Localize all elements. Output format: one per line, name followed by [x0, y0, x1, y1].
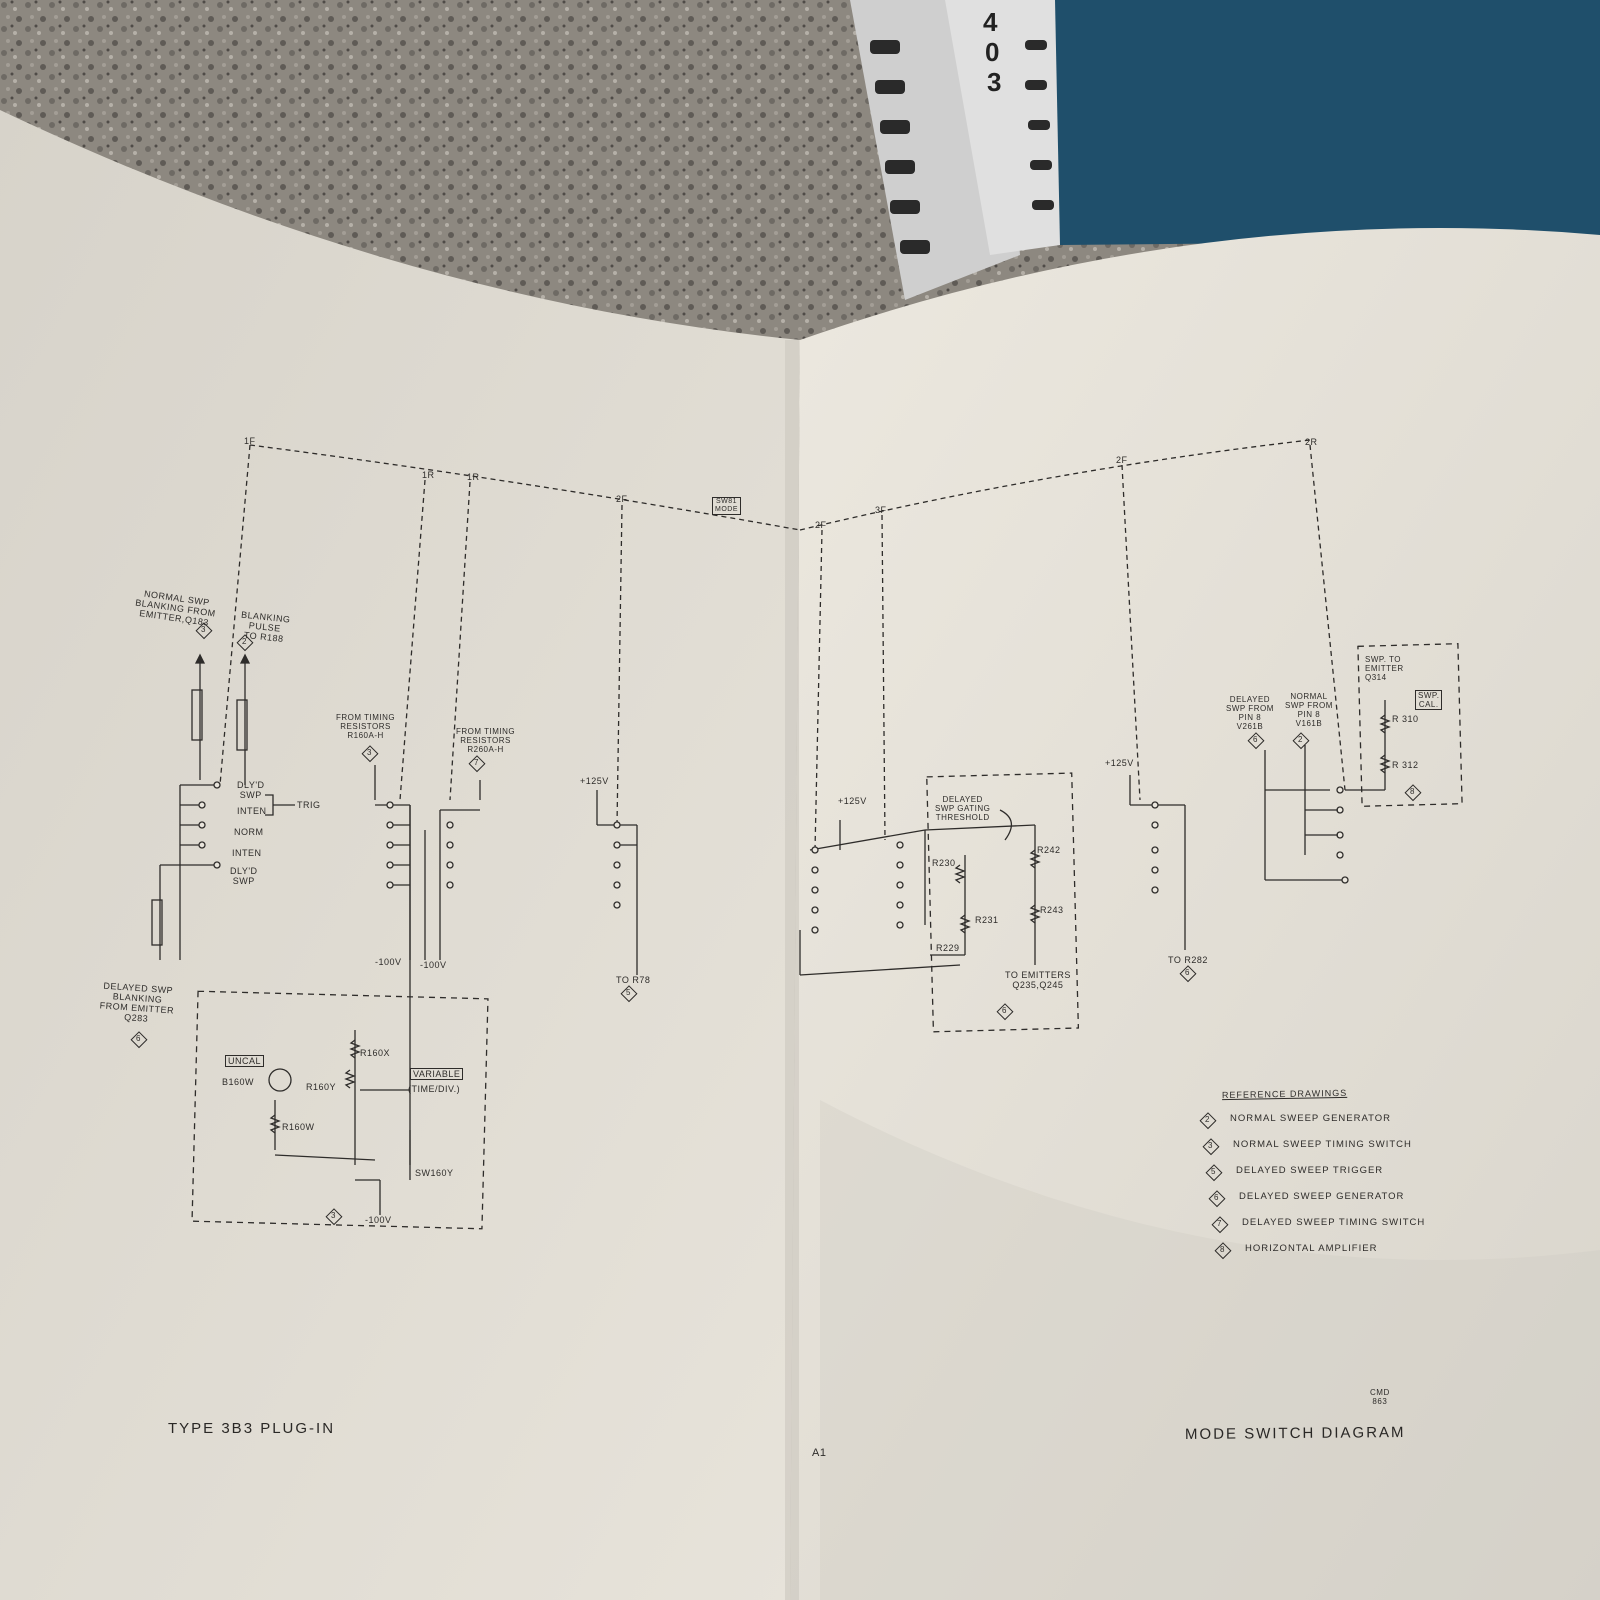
label-r160w: R160W — [282, 1122, 315, 1132]
switch-sw81-mode: SW81 MODE — [712, 497, 741, 515]
label-variable: VARIABLE — [410, 1068, 464, 1080]
ref-list-num-2: 3 — [1208, 1141, 1213, 1150]
label-sw160y: SW160Y — [415, 1168, 454, 1178]
ref-3-c: 3 — [331, 1211, 336, 1220]
label-r230: R230 — [932, 858, 956, 868]
ref-7: 7 — [474, 758, 479, 767]
label-inten-1: INTEN — [237, 806, 267, 816]
ref-list-item-4: DELAYED SWEEP GENERATOR — [1239, 1191, 1405, 1202]
ref-list-item-2: NORMAL SWEEP TIMING SWITCH — [1233, 1139, 1412, 1150]
label-delayed-swp-from-pin: DELAYED SWP FROM PIN 8 V261B — [1226, 695, 1274, 731]
label-minus100v-c: -100V — [365, 1215, 392, 1225]
ref-list-num-1: 2 — [1205, 1115, 1210, 1124]
label-time-div: (TIME/DIV.) — [408, 1084, 461, 1094]
label-delayed-swp-blanking: DELAYED SWP BLANKING FROM EMITTER Q283 — [99, 980, 175, 1024]
ref-list-item-1: NORMAL SWEEP GENERATOR — [1230, 1113, 1392, 1124]
tap-label-2f-right: 2F — [815, 520, 827, 530]
spine-number-1: 4 — [983, 7, 998, 37]
label-r310: R 310 — [1392, 714, 1419, 724]
label-r231: R231 — [975, 915, 999, 925]
label-norm: NORM — [234, 827, 264, 837]
label-inten-2: INTEN — [232, 848, 262, 858]
label-from-timing-r260: FROM TIMING RESISTORS R260A-H — [456, 727, 516, 754]
ref-5: 5 — [626, 988, 631, 997]
tap-label-3f: 3F — [875, 505, 887, 515]
ref-3: 3 — [201, 625, 206, 634]
label-minus100v-a: -100V — [375, 957, 402, 967]
tap-label-1f: 1F — [244, 436, 256, 446]
label-dlyd-swp-2: DLY'D SWP — [230, 866, 258, 886]
label-r229: R229 — [936, 943, 960, 953]
ref-list-item-3: DELAYED SWEEP TRIGGER — [1236, 1165, 1384, 1176]
label-delayed-swp-gating: DELAYED SWP GATING THRESHOLD — [935, 795, 991, 822]
ref-6-c: 6 — [1185, 968, 1190, 977]
spine-number-3: 3 — [987, 67, 1002, 97]
label-dlyd-swp: DLY'D SWP — [237, 780, 265, 800]
ref-2-b: 2 — [1298, 735, 1303, 744]
spine-number-2: 0 — [985, 37, 1000, 67]
footer-type-3b3: TYPE 3B3 PLUG-IN — [168, 1420, 336, 1437]
ref-2: 2 — [242, 637, 247, 646]
ref-6: 6 — [136, 1034, 141, 1043]
label-plus125v-c: +125V — [1105, 758, 1134, 768]
label-to-r78: TO R78 — [616, 975, 651, 985]
label-r160y: R160Y — [306, 1082, 337, 1092]
label-uncal: UNCAL — [225, 1055, 265, 1067]
label-normal-swp-from-pin: NORMAL SWP FROM PIN 8 V161B — [1285, 692, 1333, 728]
label-to-emitters: TO EMITTERS Q235,Q245 — [1005, 970, 1071, 990]
label-trig: TRIG — [297, 800, 321, 810]
ref-6-d: 6 — [1253, 735, 1258, 744]
ref-6-b: 6 — [1002, 1006, 1007, 1015]
tap-label-1r-b: 1R — [467, 472, 480, 482]
tap-label-2f: 2F — [616, 494, 628, 504]
drawing-number: CMD 863 — [1370, 1388, 1390, 1406]
label-r243: R243 — [1040, 905, 1064, 915]
label-plus125v-a: +125V — [580, 776, 609, 786]
footer-mode-switch-diagram: MODE SWITCH DIAGRAM — [1184, 1424, 1406, 1443]
ref-list-num-5: 7 — [1217, 1219, 1222, 1228]
tap-label-2r: 2R — [1305, 437, 1318, 447]
label-from-timing-r160: FROM TIMING RESISTORS R160A-H — [336, 713, 396, 740]
ref-list-num-3: 5 — [1211, 1167, 1216, 1176]
page-number: A1 — [812, 1447, 827, 1459]
label-plus125v-b: +125V — [838, 796, 867, 806]
ref-8: 8 — [1410, 787, 1415, 796]
ref-list-num-6: 8 — [1220, 1245, 1225, 1254]
label-swp-cal: SWP. CAL. — [1415, 690, 1443, 710]
label-swp-to-emitter: SWP. TO EMITTER Q314 — [1365, 655, 1404, 682]
tap-label-2f-b: 2F — [1116, 455, 1128, 465]
ref-3-b: 3 — [367, 748, 372, 757]
label-r242: R242 — [1037, 845, 1061, 855]
ref-list-num-4: 6 — [1214, 1193, 1219, 1202]
label-minus100v-b: -100V — [420, 960, 447, 970]
label-to-r282: TO R282 — [1168, 955, 1208, 965]
ref-list-item-5: DELAYED SWEEP TIMING SWITCH — [1242, 1217, 1426, 1228]
ref-list-item-6: HORIZONTAL AMPLIFIER — [1245, 1243, 1378, 1254]
label-b160w: B160W — [222, 1077, 255, 1087]
label-r160x: R160X — [360, 1048, 391, 1058]
label-r312: R 312 — [1392, 760, 1419, 770]
tap-label-1r-a: 1R — [422, 470, 435, 480]
